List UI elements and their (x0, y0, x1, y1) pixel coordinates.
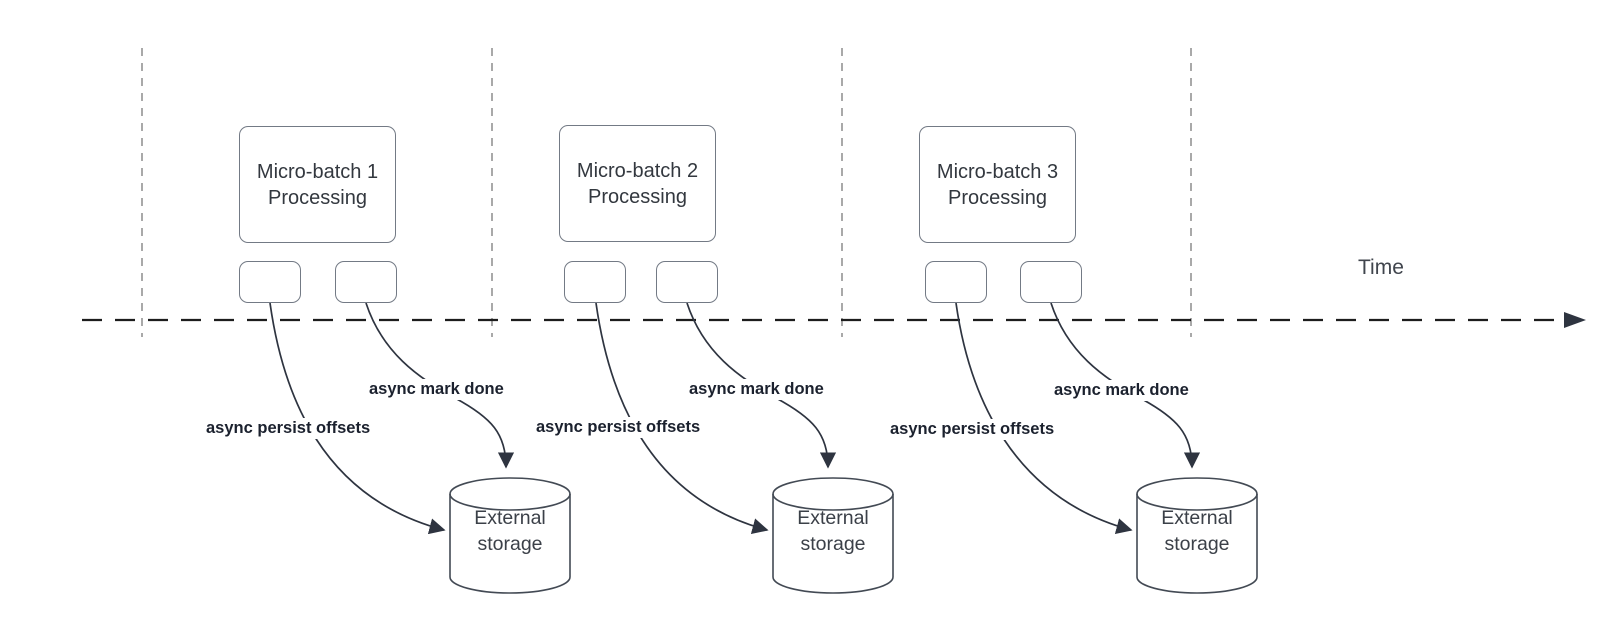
persist-offsets-arrow-2 (595, 302, 769, 535)
micro-batch-box-3: Micro-batch 3 Processing (919, 126, 1076, 243)
mark-done-box-1 (335, 261, 397, 303)
mark-done-box-2 (656, 261, 718, 303)
persist-offsets-label-2: async persist offsets (533, 417, 704, 438)
storage-label-1: External storage (474, 507, 546, 556)
mark-done-label-2: async mark done (686, 379, 827, 400)
external-storage-cylinder-1 (449, 477, 571, 594)
storage-label-2: External storage (797, 507, 869, 556)
persist-offsets-label-1: async persist offsets (203, 418, 374, 439)
persist-offsets-box-3 (925, 261, 987, 303)
mark-done-label-3: async mark done (1051, 380, 1192, 401)
persist-offsets-arrow-1 (269, 302, 446, 535)
mark-done-label-1: async mark done (366, 379, 507, 400)
storage-label-3: External storage (1161, 507, 1233, 556)
time-axis-label: Time (1358, 256, 1404, 279)
micro-batch-box-1: Micro-batch 1 Processing (239, 126, 396, 243)
external-storage-cylinder-3 (1136, 477, 1258, 594)
external-storage-cylinder-2 (772, 477, 894, 594)
mark-done-box-3 (1020, 261, 1082, 303)
persist-offsets-arrow-3 (955, 302, 1133, 535)
micro-batch-box-2: Micro-batch 2 Processing (559, 125, 716, 242)
persist-offsets-box-1 (239, 261, 301, 303)
persist-offsets-box-2 (564, 261, 626, 303)
persist-offsets-label-3: async persist offsets (887, 419, 1058, 440)
time-axis-arrowhead-icon (1564, 312, 1586, 328)
